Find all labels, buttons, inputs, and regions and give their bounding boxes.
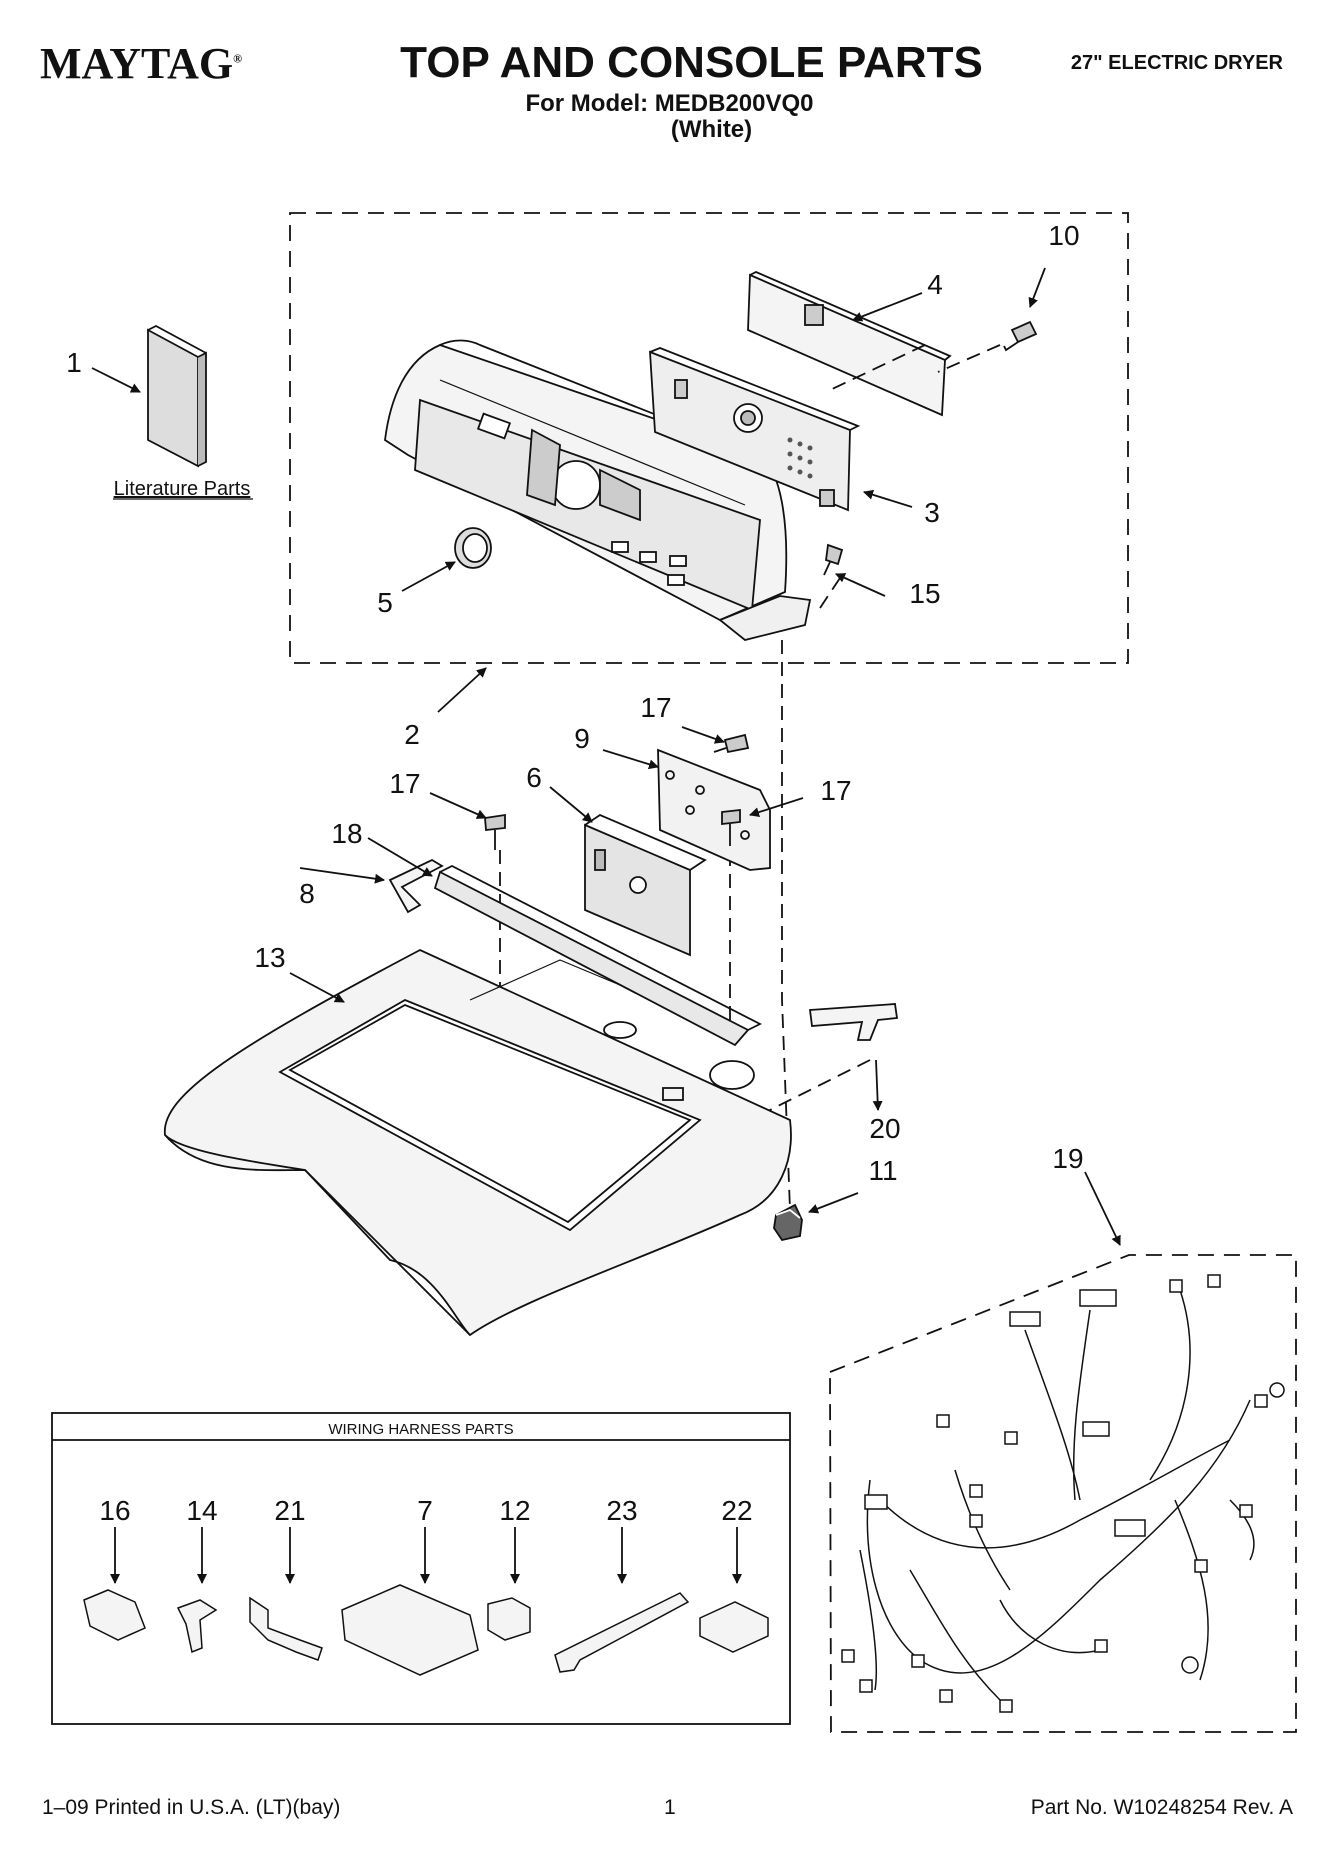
screw-15-shape xyxy=(823,543,844,576)
part-14-shape xyxy=(176,1599,218,1654)
callout-11: 11 xyxy=(868,1155,897,1186)
callout-15: 15 xyxy=(909,578,940,609)
knob-shape xyxy=(454,527,492,569)
callout-17-upper: 17 xyxy=(640,692,671,723)
color-line: (White) xyxy=(670,116,753,143)
screw-17-right-shape xyxy=(721,808,741,846)
callout-19: 19 xyxy=(1052,1143,1083,1174)
callout-5: 5 xyxy=(377,587,393,618)
harness-box-title: WIRING HARNESS PARTS xyxy=(328,1421,513,1438)
callout-8: 8 xyxy=(299,878,315,909)
part-number: Part No. W10248254 Rev. A xyxy=(1030,1796,1293,1819)
callout-2: 2 xyxy=(404,719,420,750)
seal-strip-20-shape xyxy=(808,1003,899,1041)
callout-17-left: 17 xyxy=(389,768,420,799)
callout-6: 6 xyxy=(526,762,542,793)
console-panel-shape xyxy=(384,339,812,641)
callout-17-right: 17 xyxy=(820,775,851,806)
screw-17-left-shape xyxy=(484,813,506,850)
wiring-harness-group xyxy=(829,1254,1297,1733)
wiring-harness-parts-box xyxy=(51,1412,791,1725)
callout-1: 1 xyxy=(66,347,82,378)
part-22-shape xyxy=(699,1601,769,1653)
callout-20: 20 xyxy=(869,1113,900,1144)
harness-callout-23: 23 xyxy=(606,1495,637,1526)
callout-13: 13 xyxy=(254,942,285,973)
brand-text: MAYTAG xyxy=(40,39,234,88)
back-plate-shape xyxy=(747,271,952,417)
mounting-bracket-shape xyxy=(657,748,771,871)
callout-3: 3 xyxy=(924,497,940,528)
harness-callout-22: 22 xyxy=(721,1495,752,1526)
console-rail-shape xyxy=(433,864,762,1047)
page-title: TOP AND CONSOLE PARTS xyxy=(400,38,983,87)
control-board-shape xyxy=(649,347,861,512)
part-16-shape xyxy=(83,1589,146,1641)
screw-17-upper-shape xyxy=(713,733,750,754)
print-info: 1–09 Printed in U.S.A. (LT)(bay) xyxy=(42,1796,341,1819)
seal-strip-8-shape xyxy=(388,858,444,914)
harness-callout-16: 16 xyxy=(99,1495,130,1526)
harness-callout-14: 14 xyxy=(186,1495,217,1526)
part-23-shape xyxy=(554,1592,690,1673)
brand-logo: MAYTAG® xyxy=(40,38,242,89)
console-assembly-group xyxy=(289,212,1129,664)
part-7-shape xyxy=(341,1584,479,1676)
model-line: For Model: MEDB200VQ0 xyxy=(525,90,814,117)
literature-parts-shape xyxy=(147,324,207,468)
callout-9: 9 xyxy=(574,723,590,754)
callout-4: 4 xyxy=(927,269,943,300)
part-12-shape xyxy=(487,1597,531,1641)
electronic-control-shape xyxy=(584,813,707,957)
trademark-symbol: ® xyxy=(233,51,243,66)
literature-parts-label: Literature Parts xyxy=(114,478,251,500)
screw-10-shape xyxy=(1003,320,1038,352)
harness-callout-12: 12 xyxy=(499,1495,530,1526)
harness-callout-21: 21 xyxy=(274,1495,305,1526)
product-type: 27" ELECTRIC DRYER xyxy=(1070,52,1283,74)
foot-11-shape xyxy=(773,1203,803,1242)
harness-callout-7: 7 xyxy=(417,1495,433,1526)
callout-10: 10 xyxy=(1048,220,1079,251)
part-21-shape xyxy=(249,1596,323,1661)
top-panel-shape xyxy=(164,948,792,1337)
page-number: 1 xyxy=(664,1796,676,1819)
callout-18: 18 xyxy=(331,818,362,849)
